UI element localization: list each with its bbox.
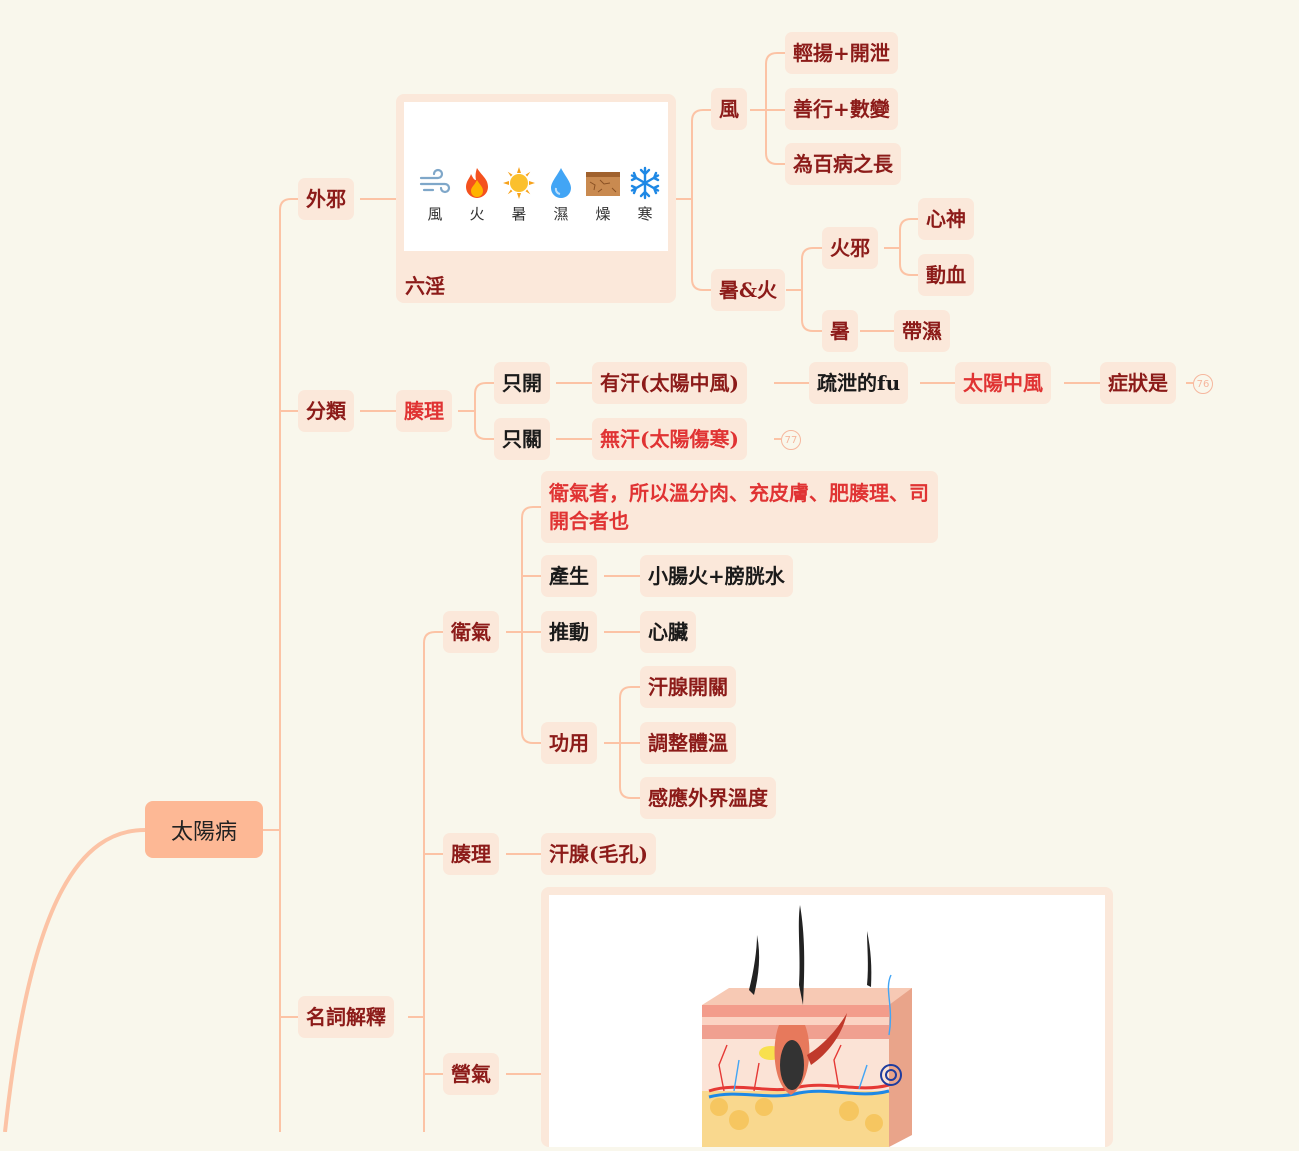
- node-weiqi-definition[interactable]: 衛氣者，所以溫分肉、充皮膚、肥腠理、司開合者也: [541, 471, 938, 543]
- node-shuxie[interactable]: 疏泄的fu: [809, 362, 909, 404]
- node-hanxian-kaiguan[interactable]: 汗腺開關: [640, 666, 736, 708]
- skin-illustration: [702, 905, 912, 1147]
- node-zhengzhuang[interactable]: 症狀是: [1100, 362, 1176, 404]
- link-badge-76[interactable]: 76: [1193, 374, 1213, 394]
- node-qingyang[interactable]: 輕揚+開泄: [785, 32, 898, 74]
- node-shuhuo[interactable]: 暑&火: [711, 269, 786, 311]
- dry-earth-icon: 燥: [582, 166, 624, 224]
- node-zhiguan[interactable]: 只關: [494, 418, 550, 460]
- liuyin-image: 風 火 暑 濕 燥: [404, 102, 668, 251]
- node-dongxue[interactable]: 動血: [918, 254, 974, 296]
- wind-icon: 風: [414, 166, 456, 224]
- root-node-taiyang[interactable]: 太陽病: [145, 801, 263, 858]
- node-gongyong[interactable]: 功用: [541, 722, 597, 764]
- node-chansheng[interactable]: 產生: [541, 555, 597, 597]
- liuyin-image-card[interactable]: 風 火 暑 濕 燥: [396, 94, 676, 303]
- node-couli-2[interactable]: 腠理: [443, 833, 499, 875]
- node-xinshen[interactable]: 心神: [918, 198, 974, 240]
- node-mingci[interactable]: 名詞解釋: [298, 996, 394, 1038]
- node-yingqi[interactable]: 營氣: [443, 1053, 499, 1095]
- node-huoxie[interactable]: 火邪: [822, 227, 878, 269]
- node-shu[interactable]: 暑: [822, 310, 858, 352]
- node-taiyangzhongfeng[interactable]: 太陽中風: [955, 362, 1051, 404]
- node-xinzang[interactable]: 心臟: [640, 611, 696, 653]
- node-weiqi[interactable]: 衛氣: [443, 611, 499, 653]
- node-couli[interactable]: 腠理: [396, 390, 452, 432]
- liuyin-caption: 六淫: [405, 274, 445, 298]
- node-ganying[interactable]: 感應外界溫度: [640, 777, 776, 819]
- link-badge-77[interactable]: 77: [781, 430, 801, 450]
- sun-icon: 暑: [498, 166, 540, 224]
- node-daishi[interactable]: 帶濕: [894, 310, 950, 352]
- node-fenlei[interactable]: 分類: [298, 390, 354, 432]
- node-shanxing[interactable]: 善行+數變: [785, 88, 898, 130]
- node-tuidong[interactable]: 推動: [541, 611, 597, 653]
- fire-icon: 火: [456, 166, 498, 224]
- node-wuhan[interactable]: 無汗(太陽傷寒): [592, 418, 747, 460]
- node-youhan[interactable]: 有汗(太陽中風): [592, 362, 747, 404]
- droplet-icon: 濕: [540, 166, 582, 224]
- snowflake-icon: 寒: [624, 166, 666, 224]
- skin-cross-section-image: [549, 895, 1105, 1147]
- node-zhikai[interactable]: 只開: [494, 362, 550, 404]
- skin-image-card[interactable]: [541, 887, 1113, 1147]
- node-hanxian[interactable]: 汗腺(毛孔): [541, 833, 656, 875]
- node-tiaozheng[interactable]: 調整體溫: [640, 722, 736, 764]
- node-baibing[interactable]: 為百病之長: [785, 143, 901, 185]
- node-waixie[interactable]: 外邪: [298, 178, 354, 220]
- node-xiaochang[interactable]: 小腸火+膀胱水: [640, 555, 793, 597]
- node-feng[interactable]: 風: [711, 88, 747, 130]
